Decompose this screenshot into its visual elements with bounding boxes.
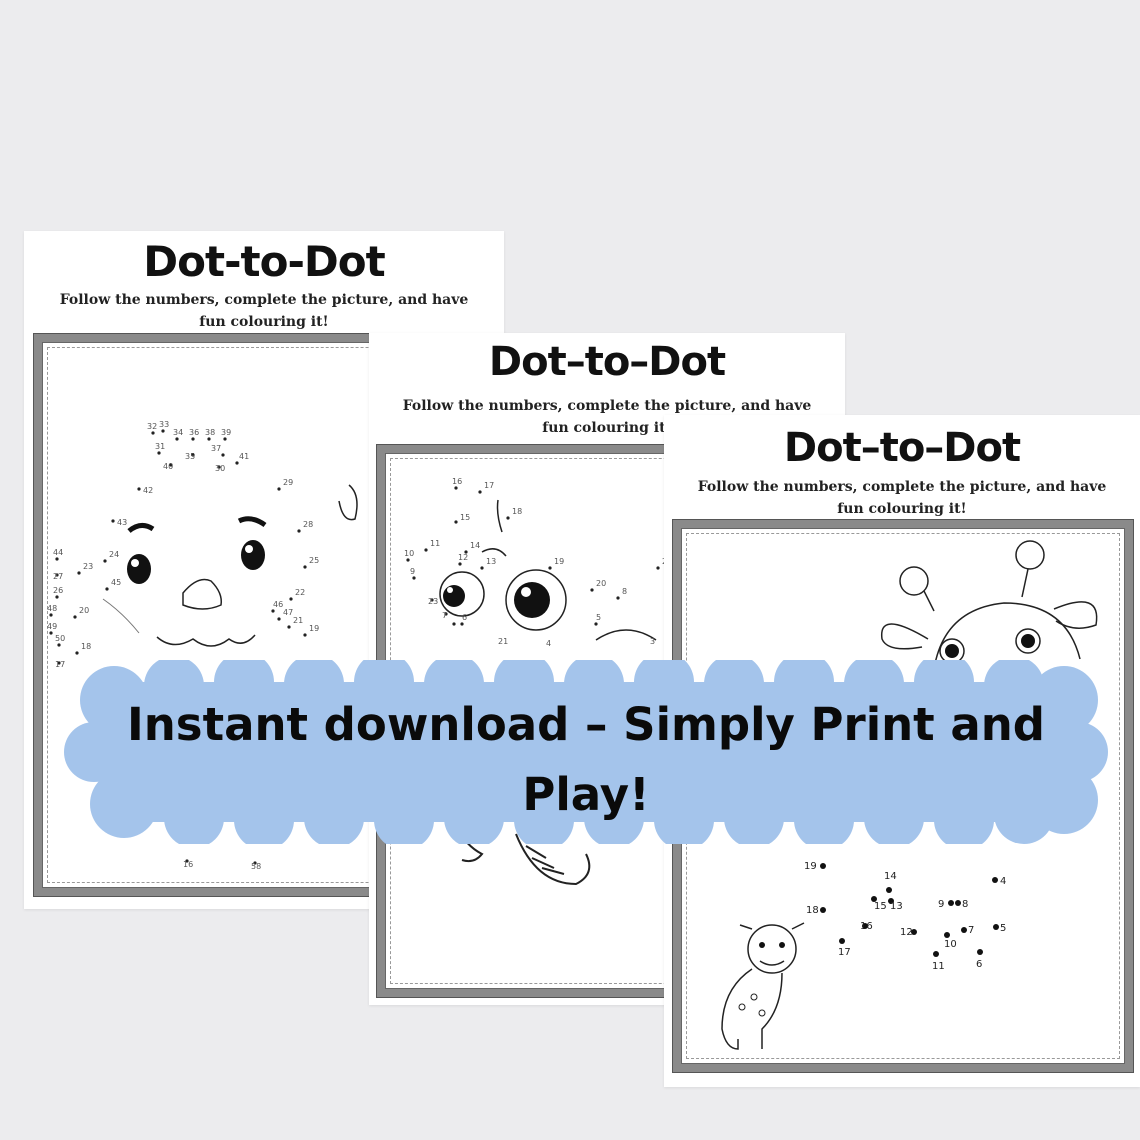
dot-number-label: 22 [295, 588, 305, 597]
sheet-title: Dot–to–Dot [783, 425, 1021, 471]
sheet-subtitle-line: fun colouring it! [837, 501, 967, 517]
dot-number-label: 29 [283, 478, 293, 487]
dot-number-label: 6 [462, 613, 467, 622]
dot-number-label: 30 [215, 464, 225, 473]
dot-number-label: 21 [293, 616, 303, 625]
dot-number-label: 58 [251, 862, 261, 871]
dot-number-label: 7 [442, 611, 447, 620]
dot-number-label: 49 [47, 622, 57, 631]
dot-number-label: 43 [117, 518, 127, 527]
dot-number-label: 39 [221, 428, 231, 437]
dot-number-label: 32 [147, 422, 157, 431]
dot-number-label: 6 [976, 959, 982, 970]
dot-number-label: 10 [404, 549, 414, 558]
dot-number-label: 14 [884, 871, 897, 882]
dot-number-label: 8 [622, 587, 627, 596]
dot-number-label: 3 [650, 637, 655, 646]
dot-number-label: 35 [185, 452, 195, 461]
dot-number-label: 33 [159, 420, 169, 429]
dot-number-label: 44 [53, 548, 63, 557]
sheet-subtitle-line: Follow the numbers, complete the picture… [697, 479, 1107, 495]
dot-number-label: 37 [211, 444, 221, 453]
dot-number-label: 18 [81, 642, 91, 651]
sheet-subtitle-line: fun colouring it! [199, 314, 329, 330]
dot-number-label: 48 [47, 604, 57, 613]
sheet-subtitle-line: Follow the numbers, complete the picture… [402, 398, 812, 414]
dot-number-label: 28 [303, 520, 313, 529]
dot-number-label: 19 [554, 557, 564, 566]
sheet-title: Dot-to-Dot [143, 237, 385, 286]
sheet-title: Dot–to–Dot [488, 339, 726, 385]
dot-number-label: 14 [470, 541, 480, 550]
dot-number-label: 38 [205, 428, 215, 437]
dot-number-label: 20 [596, 579, 606, 588]
dot-number-label: 4 [1000, 876, 1006, 887]
dot-number-label: 25 [309, 556, 319, 565]
dot-number-label: 23 [83, 562, 93, 571]
dot-number-label: 12 [458, 553, 468, 562]
dot-number-label: 11 [932, 961, 945, 972]
dot-number-label: 41 [239, 452, 249, 461]
dot-number-label: 34 [173, 428, 183, 437]
dot-number-label: 42 [143, 486, 153, 495]
dot-number-label: 15 [874, 901, 887, 912]
dot-number-label: 10 [944, 939, 957, 950]
dot-number-label: 27 [53, 572, 63, 581]
instant-download-banner: Instant download – Simply Print and Play… [64, 660, 1108, 844]
sheet-subtitle: Follow the numbers, complete the picture… [24, 289, 504, 333]
dot-number-label: 17 [55, 660, 65, 669]
sheet-subtitle-line: Follow the numbers, complete the picture… [59, 292, 469, 308]
dot-number-label: 15 [460, 513, 470, 522]
dot-number-label: 12 [900, 927, 913, 938]
dot-number-label: 8 [962, 899, 968, 910]
dot-number-label: 40 [163, 462, 173, 471]
dot-number-label: 50 [55, 634, 65, 643]
dot-number-label: 16 [183, 860, 193, 869]
dot-number-label: 26 [53, 586, 63, 595]
dot-number-label: 31 [155, 442, 165, 451]
dot-number-label: 5 [596, 613, 601, 622]
dot-number-label: 13 [486, 557, 496, 566]
dot-number-label: 9 [410, 567, 415, 576]
dot-number-label: 5 [1000, 923, 1006, 934]
dot-number-label: 19 [309, 624, 319, 633]
dot-number-label: 17 [838, 947, 851, 958]
dot-number-label: 47 [283, 608, 293, 617]
sheet-subtitle: Follow the numbers, complete the picture… [369, 395, 845, 439]
banner-cloud-shape [64, 660, 1108, 844]
dot-number-label: 46 [273, 600, 283, 609]
dot-number-label: 36 [189, 428, 199, 437]
dot-number-label: 18 [512, 507, 522, 516]
dot-number-label: 13 [890, 901, 903, 912]
dot-number-label: 9 [938, 899, 944, 910]
dot-number-label: 4 [546, 639, 551, 648]
dot-group [820, 863, 999, 957]
banner-text: Instant download – Simply Print and Play… [127, 698, 1045, 821]
dot-number-label: 24 [109, 550, 119, 559]
dot-number-label: 19 [804, 861, 817, 872]
dot-number-label: 16 [452, 477, 462, 486]
dot-number-label: 20 [79, 606, 89, 615]
dot-number-label: 45 [111, 578, 121, 587]
dot-number-label: 11 [430, 539, 440, 548]
dot-number-label: 17 [484, 481, 494, 490]
dot-group [49, 429, 307, 865]
dot-number-label: 21 [498, 637, 508, 646]
dot-number-label: 7 [968, 925, 974, 936]
dot-number-label: 23 [428, 597, 438, 606]
bee-illustration: 16171815111410121319920822237652143 [404, 477, 672, 886]
sheet-subtitle-line: fun colouring it! [542, 420, 672, 436]
sheet-subtitle: Follow the numbers, complete the picture… [664, 476, 1140, 520]
dot-number-label: 18 [806, 905, 819, 916]
dot-number-label: 16 [860, 921, 873, 932]
dot-group [406, 486, 660, 626]
